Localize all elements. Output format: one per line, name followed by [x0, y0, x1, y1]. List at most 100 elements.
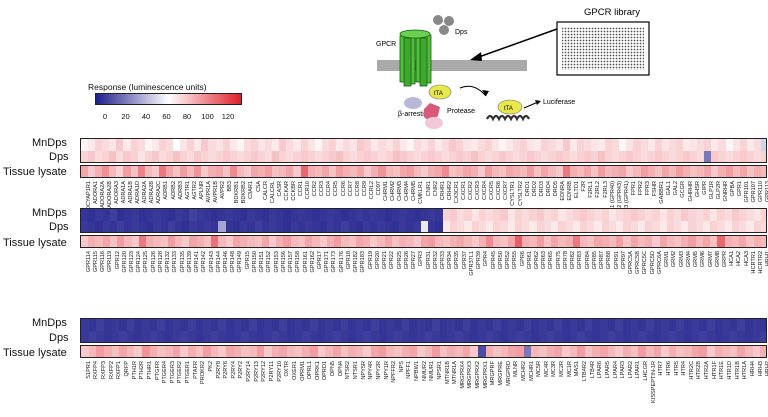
heatmap-cell — [312, 236, 321, 247]
heatmap-cell — [449, 209, 458, 221]
heatmap-cell — [385, 166, 394, 177]
heatmap-cell — [399, 209, 408, 221]
heatmap-cell — [561, 331, 571, 342]
heatmap-cell — [371, 166, 380, 177]
heatmap-cell — [477, 151, 486, 162]
heatmap-cell — [724, 209, 733, 221]
heatmap-cell — [334, 236, 342, 247]
heatmap-cell — [683, 166, 691, 177]
heatmap-cell — [416, 331, 426, 342]
heatmap-cell — [725, 139, 734, 151]
gene-label: PTGER2 — [177, 361, 184, 384]
row-label-tissue-2: Tissue lysate — [3, 237, 67, 249]
heatmap-cell — [119, 346, 128, 357]
gene-label: MRGPRX1 — [482, 361, 489, 389]
heatmap-cell — [293, 139, 302, 151]
gene-label: HTR1F — [711, 361, 718, 380]
heatmap-cell — [645, 331, 655, 342]
heatmap-cell — [640, 166, 649, 177]
heatmap-cell — [350, 139, 358, 151]
heatmap-cell — [702, 221, 711, 232]
heatmap-cell — [293, 151, 302, 162]
heatmap-cell — [583, 166, 592, 177]
heatmap-cell — [226, 346, 235, 357]
gene-label: NPSR1 — [436, 361, 443, 380]
gene-label: CD97 — [375, 181, 382, 196]
heatmap-cell — [286, 166, 295, 177]
heatmap-cell — [520, 166, 528, 177]
heatmap-cell — [435, 221, 444, 232]
heatmap-cell — [760, 166, 766, 177]
heatmap-cell — [724, 236, 733, 247]
heatmap-cell — [392, 151, 401, 162]
heatmap-cell — [554, 346, 563, 357]
heatmap-cell — [95, 221, 104, 232]
heatmap-cell — [226, 331, 235, 342]
arrow-icon — [459, 85, 487, 97]
heatmap-cell — [142, 331, 151, 342]
gene-label: P2RY10 — [276, 361, 283, 382]
gene-label: PTAFR — [192, 361, 199, 379]
heatmap-cell — [654, 139, 663, 151]
library-arrow — [475, 28, 558, 59]
heatmap-cell — [334, 221, 342, 232]
heatmap-cell — [478, 209, 487, 221]
heatmap-cell — [653, 331, 662, 342]
gene-label: LPAR3 — [620, 361, 627, 379]
heatmap-cell — [157, 346, 166, 357]
heatmap-cell — [729, 319, 739, 331]
heatmap-cell — [187, 331, 197, 342]
gene-label: GPR65 — [548, 251, 555, 270]
heatmap-cell — [254, 236, 263, 247]
heatmap-cell — [218, 221, 227, 232]
gene-label: GPR34 — [447, 251, 454, 270]
gene-label: GPR133 — [172, 251, 179, 273]
heatmap-cell — [565, 209, 574, 221]
heatmap-cell — [493, 331, 502, 342]
heatmap-cell — [500, 319, 510, 331]
heatmap-cell — [699, 319, 708, 331]
heatmap-cell — [314, 139, 323, 151]
heatmap-cell — [471, 221, 480, 232]
heatmap-cell — [111, 319, 120, 331]
heatmap-cell — [493, 209, 502, 221]
gene-label: HRH3 — [757, 361, 764, 377]
heatmap-cell — [144, 151, 153, 162]
heatmap-cell — [485, 331, 494, 342]
heatmap-cell — [583, 139, 592, 151]
heatmap-cell — [310, 319, 319, 331]
heatmap-cell — [760, 209, 766, 221]
heatmap-cell — [175, 236, 183, 247]
gene-label: BDKRB2 — [241, 181, 248, 204]
heatmap-cell — [218, 346, 227, 357]
gene-label: OPRD1 — [322, 361, 329, 381]
gene-label: MC3R — [551, 361, 558, 377]
heatmap-cell — [420, 139, 429, 151]
heatmap-cell — [498, 166, 507, 177]
heatmap-cell — [449, 221, 458, 232]
heatmap-cell — [714, 346, 723, 357]
heatmap-cell — [760, 319, 766, 331]
heatmap-cell — [622, 319, 632, 331]
heatmap-cell — [529, 221, 538, 232]
heatmap-cell — [500, 331, 510, 342]
heatmap-cell — [343, 139, 351, 151]
heatmap-cell — [229, 151, 238, 162]
gpcr-label: GPCR — [376, 41, 396, 48]
heatmap-cell — [305, 221, 313, 232]
heatmap-cell — [630, 221, 639, 232]
heatmap-cell — [393, 346, 403, 357]
heatmap-cell — [357, 139, 365, 151]
heatmap-cell — [551, 209, 559, 221]
heatmap-cell — [164, 331, 174, 342]
gene-label: LTB4R — [589, 361, 596, 378]
gene-label: CCR10 — [305, 181, 312, 200]
gene-label: GPR37L1 — [468, 251, 475, 276]
heatmap-cell — [401, 331, 410, 342]
heatmap-cell — [697, 166, 705, 177]
heatmap-cell — [160, 209, 169, 221]
gene-label: GPR150 — [251, 251, 258, 273]
heatmap-cell — [690, 151, 698, 162]
heatmap-cell — [456, 139, 465, 151]
heatmap-cell — [722, 331, 731, 342]
